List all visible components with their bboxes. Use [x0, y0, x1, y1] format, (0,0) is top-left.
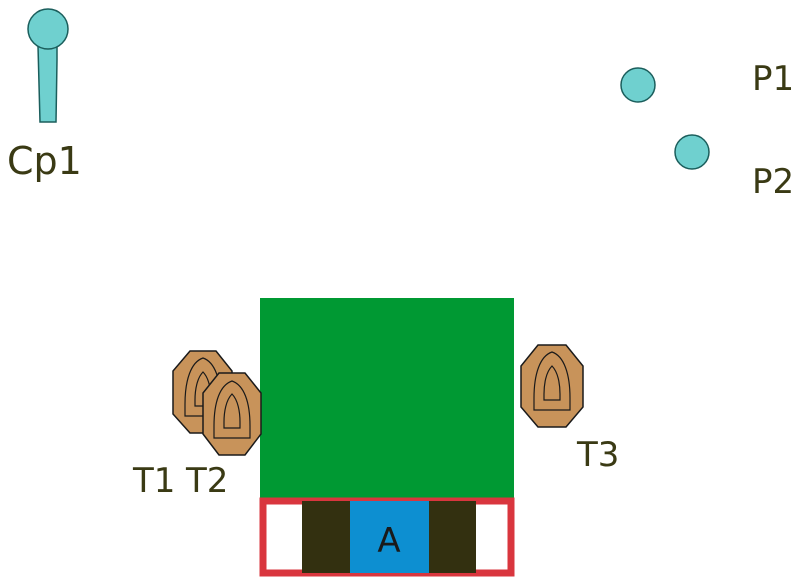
target-t3 [521, 345, 583, 427]
paper-target-icon [203, 373, 261, 455]
box-a-label: A [377, 521, 400, 561]
shooting-box: A [263, 501, 511, 573]
target-t2 [203, 373, 261, 455]
classic-popper-icon [38, 46, 57, 122]
popper-cp1 [28, 9, 68, 122]
classic-popper-head [28, 9, 68, 49]
wall [260, 298, 514, 498]
label-t3: T3 [576, 435, 619, 475]
label-p1: P1 [752, 59, 794, 99]
plate-p1 [621, 68, 655, 102]
label-p2: P2 [752, 162, 794, 202]
paper-target-icon [521, 345, 583, 427]
plate-p2 [675, 135, 709, 169]
barricade-left [302, 501, 350, 573]
barricade-right [429, 501, 476, 573]
label-t1: T1 [132, 461, 175, 501]
label-t2: T2 [185, 461, 228, 501]
label-cp1: Cp1 [7, 139, 82, 183]
